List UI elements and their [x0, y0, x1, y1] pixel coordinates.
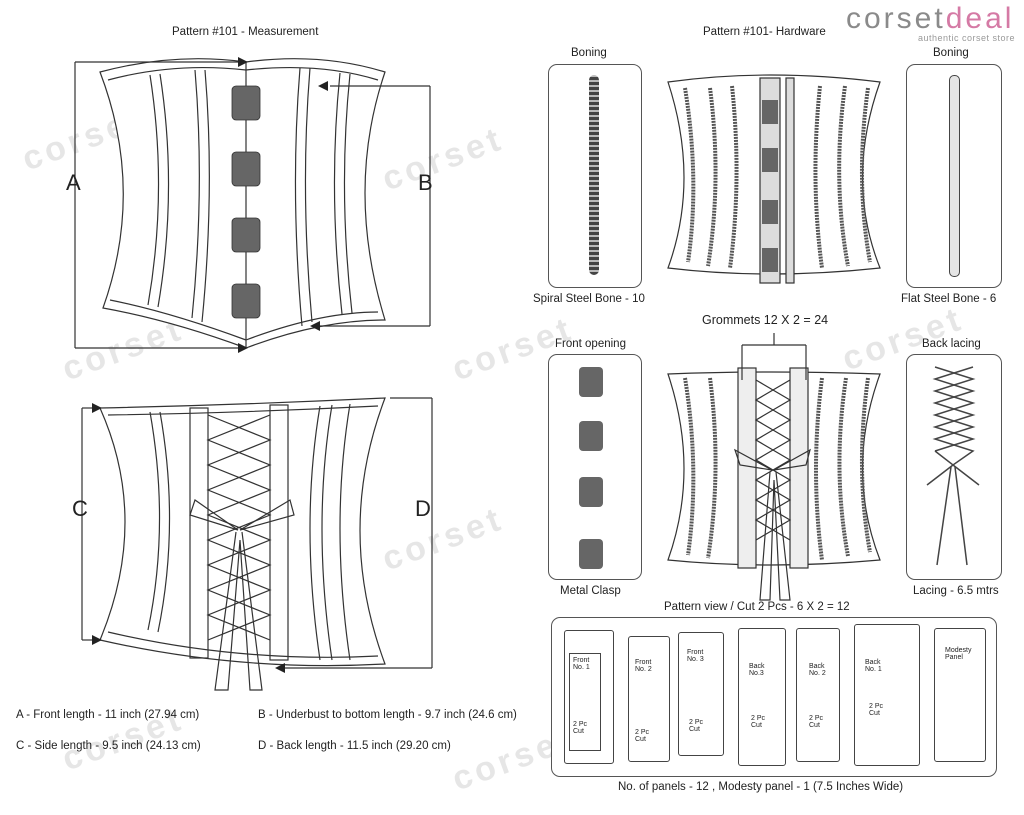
brand-logo: corsetdeal [846, 2, 1015, 35]
front-opening-box [548, 354, 642, 580]
panel-label: Modesty Panel [945, 647, 972, 661]
panel-cut: 2 Pc Cut [635, 729, 650, 743]
clasp-icon [579, 539, 603, 569]
measure-letter-b: B [418, 170, 433, 195]
panel-piece: Front No. 1 2 Pc Cut [564, 630, 614, 764]
spiral-bone-caption: Spiral Steel Bone - 10 [533, 293, 645, 305]
spiral-bone [589, 75, 599, 275]
spiral-bone-box [548, 64, 642, 288]
panel-cut: 2 Pc Cut [689, 719, 704, 733]
pattern-footer: No. of panels - 12 , Modesty panel - 1 (… [618, 781, 904, 793]
clasp-icon [579, 477, 603, 507]
panel-piece: Front No. 3 2 Pc Cut [678, 632, 724, 756]
front-opening-title: Front opening [555, 338, 626, 350]
flat-bone-caption: Flat Steel Bone - 6 [901, 293, 997, 305]
panel-piece: Back No. 1 2 Pc Cut [854, 624, 920, 766]
grommets-label: Grommets 12 X 2 = 24 [702, 313, 829, 327]
panel-label: Front No. 2 [635, 659, 652, 673]
note-c: C - Side length - 9.5 inch (24.13 cm) [16, 740, 201, 752]
brand-tagline: authentic corset store [918, 33, 1016, 43]
measure-letter-c: C [72, 496, 88, 521]
flat-bone-box [906, 64, 1002, 288]
clasp-icon [579, 367, 603, 397]
pattern-box: Front No. 1 2 Pc Cut Front No. 2 2 Pc Cu… [551, 617, 997, 777]
metal-clasp-caption: Metal Clasp [560, 585, 621, 597]
panel-cut: 2 Pc Cut [809, 715, 824, 729]
lacing-icon [926, 366, 980, 566]
panel-label: Front No. 3 [687, 649, 704, 663]
note-a: A - Front length - 11 inch (27.94 cm) [16, 709, 200, 721]
panel-cut: 2 Pc Cut [869, 703, 884, 717]
pattern-title: Pattern view / Cut 2 Pcs - 6 X 2 = 12 [664, 601, 850, 613]
flat-bone [949, 75, 960, 277]
measure-letter-d: D [415, 496, 431, 521]
boning-right-title: Boning [933, 47, 969, 59]
clasp-icon [579, 421, 603, 451]
hardware-title: Pattern #101- Hardware [703, 26, 826, 38]
panel-cut: 2 Pc Cut [573, 721, 588, 735]
back-lacing-title: Back lacing [922, 338, 981, 350]
back-lacing-box [906, 354, 1002, 580]
measurement-title: Pattern #101 - Measurement [172, 26, 319, 38]
note-b: B - Underbust to bottom length - 9.7 inc… [258, 709, 517, 721]
panel-label: Back No. 1 [865, 659, 882, 673]
measure-letter-a: A [66, 170, 81, 195]
note-d: D - Back length - 11.5 inch (29.20 cm) [258, 740, 451, 752]
panel-cut: 2 Pc Cut [751, 715, 766, 729]
panel-label: Back No. 2 [809, 663, 826, 677]
boning-left-title: Boning [571, 47, 607, 59]
panel-piece: Modesty Panel [934, 628, 986, 762]
panel-piece: Front No. 2 2 Pc Cut [628, 636, 670, 762]
panel-piece: Back No. 2 2 Pc Cut [796, 628, 840, 762]
panel-piece: Back No.3 2 Pc Cut [738, 628, 786, 766]
lacing-caption: Lacing - 6.5 mtrs [913, 585, 999, 597]
panel-label: Front No. 1 [573, 657, 590, 671]
panel-label: Back No.3 [749, 663, 765, 677]
